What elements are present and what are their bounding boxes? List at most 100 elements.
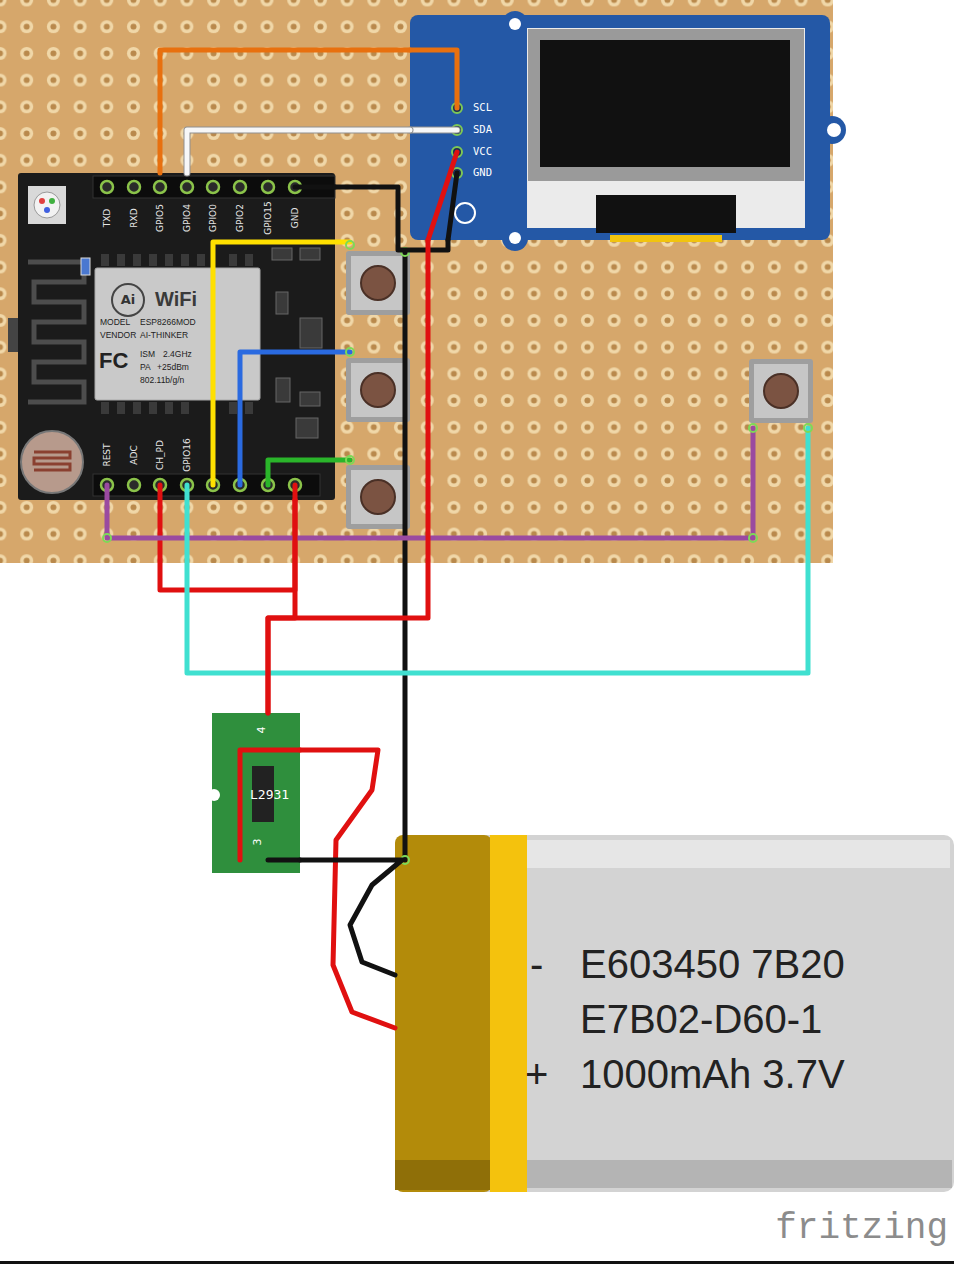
mount-hole: [827, 123, 841, 137]
pin-label: SCL: [473, 101, 492, 113]
pad: [133, 254, 141, 266]
smd-part: [300, 318, 322, 348]
wire: [335, 187, 448, 250]
wire: [213, 242, 350, 485]
perfboard: [0, 0, 833, 563]
push-button: [346, 358, 410, 422]
pad: [149, 254, 157, 266]
pin-label: RXD: [129, 208, 139, 227]
pad: [165, 254, 173, 266]
button-cap: [361, 373, 395, 407]
pin: [207, 181, 219, 193]
wire-end: [346, 456, 354, 464]
pad: [165, 402, 173, 414]
pad: [101, 254, 109, 266]
pad: [229, 402, 237, 414]
chip-marking: ISM: [140, 350, 155, 360]
pin-label: GND: [290, 208, 300, 229]
button-top: [351, 363, 405, 417]
button-top: [754, 364, 808, 418]
pin-label: VCC: [473, 145, 492, 157]
button-cap: [361, 480, 395, 514]
pad: [133, 402, 141, 414]
pad: [181, 254, 189, 266]
led-dot: [39, 198, 45, 204]
watermark: fritzing: [775, 1208, 948, 1249]
polarity-mark: -: [530, 941, 543, 987]
wire: [295, 185, 335, 190]
pin-header: [93, 474, 320, 496]
pin-label: GPIO2: [235, 204, 245, 232]
wire-end: [749, 424, 757, 432]
part-number: L2931: [250, 788, 289, 803]
button-top: [351, 256, 405, 310]
esp8266-module: TXDRXDGPIO5GPIO4GPIO0GPIO2GPIO15GNDRESTA…: [18, 173, 335, 500]
smd-part: [81, 258, 90, 275]
pin-label: ADC: [129, 445, 139, 464]
page-rule: [0, 1261, 954, 1264]
ldr-track: [34, 452, 70, 470]
pad: [117, 254, 125, 266]
pad: [181, 402, 189, 414]
wire: [410, 128, 457, 133]
pin-label: GPIO15: [263, 201, 273, 235]
button-body: [346, 251, 410, 315]
led-dot: [49, 198, 55, 204]
wire-ends: [103, 241, 812, 864]
pad: [197, 254, 205, 266]
flex-connector: [596, 195, 736, 233]
wire: [300, 750, 395, 1028]
pad: [245, 402, 253, 414]
chip-marking: +25dBm: [157, 363, 189, 373]
perfboard-holes: [0, 0, 833, 563]
rgb-led: [28, 186, 66, 224]
chip-marking: MODEL: [100, 318, 130, 328]
wire: [268, 858, 300, 863]
battery-tape: [490, 835, 527, 1192]
wire-outline: [410, 127, 457, 134]
pad: [149, 402, 157, 414]
battery-end: [395, 835, 492, 1192]
push-button: [749, 359, 813, 423]
wire: [187, 428, 808, 673]
wire: [187, 130, 410, 173]
smd-part: [300, 248, 320, 260]
pin-number: 3: [252, 839, 265, 846]
rgb-led-lens: [34, 192, 60, 218]
pin-number: 4: [256, 727, 269, 734]
pin: [181, 181, 193, 193]
chip-marking: 802.11b/g/n: [140, 376, 184, 386]
push-button: [346, 251, 410, 315]
battery-marking: E7B02-D60-1: [580, 996, 822, 1042]
brand-logo: WiFi: [155, 288, 197, 311]
pin-label: TXD: [102, 209, 112, 228]
smd-part: [276, 378, 290, 402]
wire-outline: [187, 130, 410, 173]
battery-marking: E603450 7B20: [580, 941, 845, 987]
pin: [262, 181, 274, 193]
board-logo: [455, 203, 475, 223]
wire-end: [804, 424, 812, 432]
button-cap: [361, 266, 395, 300]
button-body: [346, 465, 410, 529]
regulator-board: [212, 713, 300, 873]
pin: [154, 181, 166, 193]
smd-parts: [272, 248, 322, 438]
board-mark: [208, 789, 220, 801]
pin-label: GPIO5: [155, 204, 165, 232]
pin-label: SDA: [473, 123, 492, 135]
wire: [268, 500, 295, 713]
battery-end-shadow: [395, 1160, 492, 1190]
wire: [240, 750, 300, 860]
rf-shield: [95, 268, 260, 400]
pin: [234, 181, 246, 193]
chip-marking: 2.4GHz: [163, 350, 192, 360]
wire: [268, 240, 428, 713]
chip-marking: PA: [140, 363, 151, 373]
display-screen: [540, 40, 790, 167]
pad: [101, 402, 109, 414]
wire-end: [749, 534, 757, 542]
wire-end: [346, 241, 354, 249]
display-frame: [528, 29, 804, 181]
